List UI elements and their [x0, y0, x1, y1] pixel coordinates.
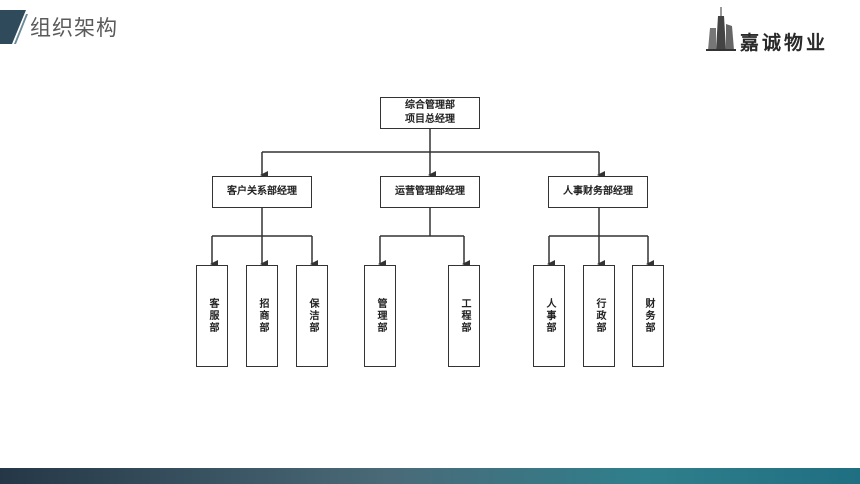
org-node-manager-1: 客户关系部经理 [212, 176, 312, 208]
org-node-root: 综合管理部 项目总经理 [380, 97, 480, 129]
org-node-dept-kefu: 客服部 [196, 265, 228, 367]
org-node-dept-gongcheng: 工程部 [448, 265, 480, 367]
root-line1: 综合管理部 [405, 100, 455, 111]
org-node-dept-caiwu: 财务部 [632, 265, 664, 367]
org-node-dept-renshi: 人事部 [533, 265, 565, 367]
org-node-manager-3: 人事财务部经理 [548, 176, 648, 208]
root-line2: 项目总经理 [405, 114, 455, 125]
logo-text: 嘉诚物业 [740, 32, 829, 54]
org-node-dept-guanli: 管理部 [364, 265, 396, 367]
org-node-dept-xingzheng: 行政部 [583, 265, 615, 367]
org-node-manager-2: 运营管理部经理 [380, 176, 480, 208]
tower-logo-icon [706, 7, 736, 51]
org-node-dept-baojie: 保洁部 [296, 265, 328, 367]
company-logo: 嘉诚物业 [704, 6, 856, 54]
title-accent-shape [0, 10, 28, 44]
page-title: 组织架构 [30, 16, 118, 40]
footer-decor-bar [0, 468, 860, 484]
org-node-dept-zhaoshang: 招商部 [246, 265, 278, 367]
